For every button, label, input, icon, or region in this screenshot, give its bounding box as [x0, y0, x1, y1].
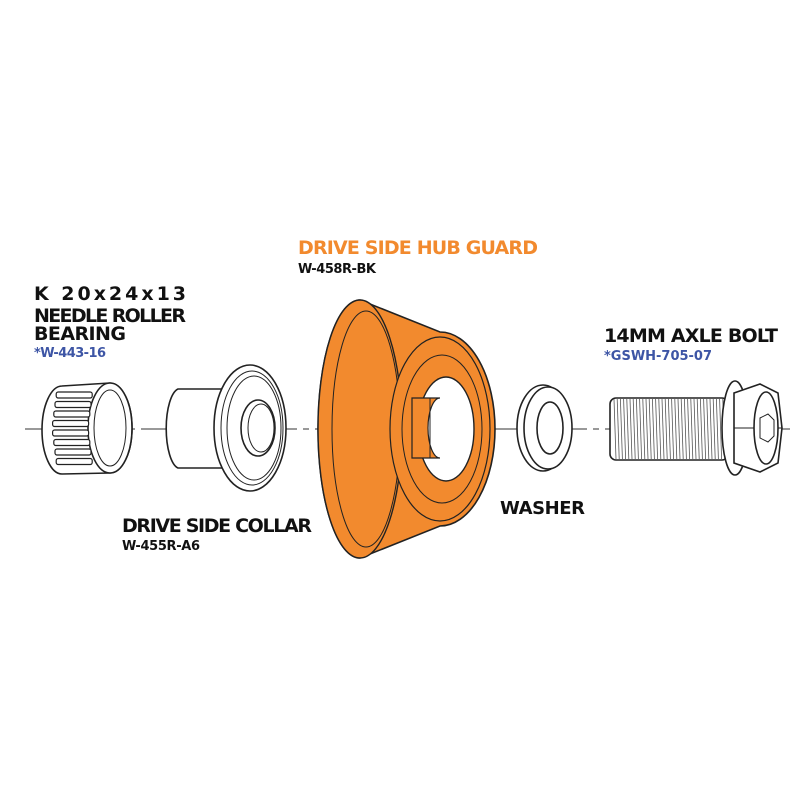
thread-line: [629, 398, 633, 460]
hub-guard-part-number: W-458R-BK: [298, 262, 377, 277]
collar-part-number: W-455R-A6: [122, 539, 200, 554]
bearing-part-number: *W-443-16: [34, 346, 106, 361]
thread-line: [645, 398, 649, 460]
axle-bolt-name: 14MM AXLE BOLT: [604, 325, 778, 347]
thread-line: [626, 398, 630, 460]
thread-line: [620, 398, 623, 460]
roller: [51, 419, 90, 428]
thread-line: [623, 398, 626, 460]
thread-line: [639, 398, 642, 460]
thread-line: [613, 398, 617, 460]
thread-line: [700, 398, 703, 460]
drive-side-hub-guard: [317, 299, 496, 559]
thread-line: [719, 398, 722, 460]
washer-name: WASHER: [500, 498, 585, 519]
thread-line: [616, 398, 620, 460]
thread-line: [674, 398, 678, 460]
drive-side-collar: [165, 364, 287, 492]
roller: [55, 391, 93, 399]
thread-line: [668, 398, 671, 460]
thread-line: [706, 398, 710, 460]
thread-line: [652, 398, 655, 460]
thread-line: [648, 398, 652, 460]
thread-line: [671, 398, 674, 460]
axle-bolt: [609, 380, 783, 476]
thread-line: [661, 398, 665, 460]
thread-line: [636, 398, 639, 460]
bearing-name-line-3: BEARING: [34, 323, 126, 345]
thread-line: [703, 398, 706, 460]
needle-roller-bearing: [41, 382, 133, 475]
washer: [516, 384, 573, 472]
thread-line: [655, 398, 658, 460]
thread-line: [712, 398, 716, 460]
thread-line: [664, 398, 668, 460]
collar-name: DRIVE SIDE COLLAR: [122, 515, 312, 537]
roller: [51, 429, 90, 437]
roller: [53, 410, 91, 418]
thread-line: [696, 398, 700, 460]
thread-line: [716, 398, 719, 460]
thread-line: [632, 398, 636, 460]
roller: [53, 438, 91, 447]
axle-bolt-part-number: *GSWH-705-07: [604, 349, 712, 364]
roller: [54, 448, 92, 456]
roller: [54, 400, 92, 409]
thread-line: [677, 398, 681, 460]
thread-line: [693, 398, 697, 460]
thread-line: [687, 398, 690, 460]
thread-line: [680, 398, 684, 460]
thread-line: [684, 398, 687, 460]
bearing-name-line-2: NEEDLE ROLLER: [34, 305, 186, 327]
thread-line: [690, 398, 694, 460]
roller: [55, 457, 93, 466]
hub-guard-name: DRIVE SIDE HUB GUARD: [298, 237, 538, 259]
bearing-name-line-1: K 20x24x13: [34, 283, 186, 305]
thread-line: [709, 398, 713, 460]
thread-line: [642, 398, 646, 460]
thread-line: [658, 398, 662, 460]
